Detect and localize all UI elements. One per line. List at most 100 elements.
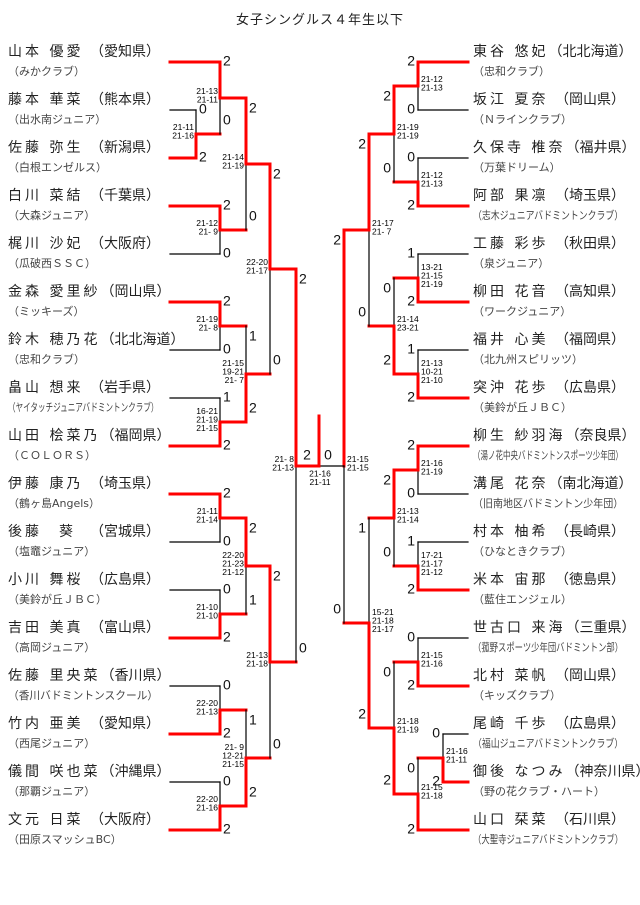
game-score: 22-20 bbox=[196, 698, 218, 708]
player-prefecture: （愛知県） bbox=[90, 44, 160, 60]
player-name: 佐藤 弥生 bbox=[8, 140, 84, 156]
final-games-right: 0 bbox=[324, 447, 332, 463]
games-won: 2 bbox=[383, 772, 391, 788]
games-won: 2 bbox=[407, 821, 415, 837]
player-entry: 柳生 紗羽海（奈良県）（湯ノ花中央バドミントンスポーツ少年団） bbox=[473, 428, 635, 464]
player-entry: 後藤 葵（宮城県）（塩竈ジュニア） bbox=[8, 524, 160, 560]
games-won: 0 bbox=[432, 725, 440, 741]
player-name: 山田 桧菜乃 bbox=[8, 428, 101, 444]
games-won: 0 bbox=[407, 101, 415, 117]
player-club: （ミッキーズ） bbox=[8, 305, 85, 318]
player-entry: 久保寺 椎奈（福井県）（万葉ドリーム） bbox=[473, 140, 635, 176]
player-name-line: 山口 栞菜（石川県） bbox=[473, 812, 625, 828]
game-score: 21-13 bbox=[196, 707, 218, 717]
player-entry: 尾崎 千歩（広島県）（福山ジュニアバドミントンクラブ） bbox=[473, 716, 625, 752]
game-score: 21-10 bbox=[421, 375, 443, 385]
player-prefecture: （福岡県） bbox=[555, 332, 625, 348]
game-score: 21-15 bbox=[222, 759, 244, 769]
player-entry: 吉田 美真（富山県）（高岡ジュニア） bbox=[8, 620, 160, 656]
game-score: 13-21 bbox=[421, 262, 443, 272]
game-score: 16-21 bbox=[196, 406, 218, 416]
player-prefecture: （岡山県） bbox=[555, 668, 625, 684]
game-score: 21-10 bbox=[196, 611, 218, 621]
player-entry: 溝尾 花奈（南北海道）（旧南地区バドミントン少年団） bbox=[473, 476, 632, 512]
game-score: 21- 8 bbox=[199, 323, 219, 333]
player-name-line: 鈴木 穂乃花（北北海道） bbox=[8, 332, 184, 348]
player-name-line: 伊藤 康乃（埼玉県） bbox=[8, 476, 160, 492]
games-won: 0 bbox=[273, 736, 281, 752]
player-prefecture: （徳島県） bbox=[555, 572, 625, 588]
games-won: 2 bbox=[407, 437, 415, 453]
game-score: 21-16 bbox=[196, 803, 218, 813]
player-prefecture: （千葉県） bbox=[90, 188, 160, 204]
player-club: （藍住エンジェル） bbox=[473, 593, 572, 606]
player-club: （美鈴が丘ＪＢＣ） bbox=[8, 593, 107, 606]
games-won: 2 bbox=[223, 53, 231, 69]
player-prefecture: （新潟県） bbox=[90, 140, 160, 156]
player-name: 北村 菜帆 bbox=[473, 668, 549, 684]
games-won: 1 bbox=[249, 328, 257, 344]
player-name: 柳田 花音 bbox=[473, 284, 549, 300]
game-score: 21-16 bbox=[172, 131, 194, 141]
player-club: （美鈴が丘ＪＢＣ） bbox=[473, 401, 572, 414]
player-club: （ワークジュニア） bbox=[473, 305, 572, 318]
player-name: 山本 優愛 bbox=[8, 44, 84, 60]
player-club: （Ｎラインクラブ） bbox=[473, 113, 572, 126]
games-won: 0 bbox=[223, 533, 231, 549]
player-entry: 白川 菜結（千葉県）（大森ジュニア） bbox=[8, 188, 160, 224]
player-name: 御後 なつみ bbox=[473, 764, 566, 780]
player-club: （白根エンゼルス） bbox=[8, 161, 107, 174]
games-won: 2 bbox=[273, 568, 281, 584]
games-won: 2 bbox=[223, 629, 231, 645]
player-name-line: 山田 桧菜乃（福岡県） bbox=[8, 428, 170, 444]
player-club: （那覇ジュニア） bbox=[8, 785, 96, 798]
player-prefecture: （長崎県） bbox=[555, 524, 625, 540]
games-won: 0 bbox=[383, 664, 391, 680]
player-name-line: 世古口 来海（三重県） bbox=[473, 620, 635, 636]
game-score: 10-21 bbox=[421, 366, 443, 376]
player-name: 後藤 葵 bbox=[8, 524, 76, 540]
player-entry: 金森 愛里紗（岡山県）（ミッキーズ） bbox=[8, 284, 170, 320]
games-won: 0 bbox=[407, 629, 415, 645]
games-won: 1 bbox=[407, 341, 415, 357]
player-club: （塩竈ジュニア） bbox=[8, 545, 96, 558]
game-score: 15-21 bbox=[372, 607, 394, 617]
game-score: 21- 7 bbox=[225, 375, 245, 385]
player-name: 小川 舞桜 bbox=[8, 572, 84, 588]
player-club: （高岡ジュニア） bbox=[8, 641, 96, 654]
player-name-line: 工藤 彩歩（秋田県） bbox=[473, 236, 625, 252]
games-won: 0 bbox=[383, 280, 391, 296]
games-won: 0 bbox=[383, 544, 391, 560]
player-prefecture: （香川県） bbox=[100, 668, 171, 684]
games-won: 1 bbox=[407, 245, 415, 261]
game-score: 21-11 bbox=[446, 755, 467, 765]
game-score: 21-18 bbox=[246, 659, 268, 669]
player-club: （鶴ヶ島Angels） bbox=[8, 497, 101, 510]
player-name: 鈴木 穂乃花 bbox=[8, 332, 101, 348]
game-score: 21-14 bbox=[196, 515, 218, 525]
player-club: （泉ジュニア） bbox=[473, 257, 550, 270]
game-score: 17-21 bbox=[421, 550, 443, 560]
game-score: 21-16 bbox=[421, 659, 443, 669]
bracket-title: 女子シングルス４年生以下 bbox=[235, 13, 404, 28]
player-name-line: 儀間 咲也菜（沖縄県） bbox=[8, 764, 170, 780]
game-score: 21-16 bbox=[421, 458, 443, 468]
games-won: 2 bbox=[223, 437, 231, 453]
game-score: 21-13 bbox=[397, 506, 419, 516]
player-name: 柳生 紗羽海 bbox=[473, 428, 566, 444]
player-entry: 藤本 華菜（熊本県）（出水南ジュニア） bbox=[8, 92, 160, 128]
final-games-left: 2 bbox=[303, 447, 311, 463]
games-won: 0 bbox=[358, 304, 366, 320]
games-won: 0 bbox=[407, 485, 415, 501]
player-club: （福山ジュニアバドミントンクラブ） bbox=[473, 737, 624, 750]
player-entry: 儀間 咲也菜（沖縄県） （那覇ジュニア） bbox=[8, 764, 170, 800]
player-club: （ヤイタッチジュニアバドミントンクラブ） bbox=[8, 401, 159, 414]
game-score: 21-19 bbox=[196, 314, 218, 324]
player-club: （菰野スポーツ少年団バドミントン部） bbox=[473, 641, 624, 654]
player-name: 突沖 花歩 bbox=[473, 380, 549, 396]
player-name: 阿部 果凛 bbox=[473, 188, 549, 204]
games-won: 2 bbox=[199, 149, 207, 165]
game-score: 22-20 bbox=[222, 550, 244, 560]
player-entry: 鈴木 穂乃花（北北海道）（忠和クラブ） bbox=[8, 332, 184, 368]
final-game-score: 21-11 bbox=[309, 477, 330, 487]
